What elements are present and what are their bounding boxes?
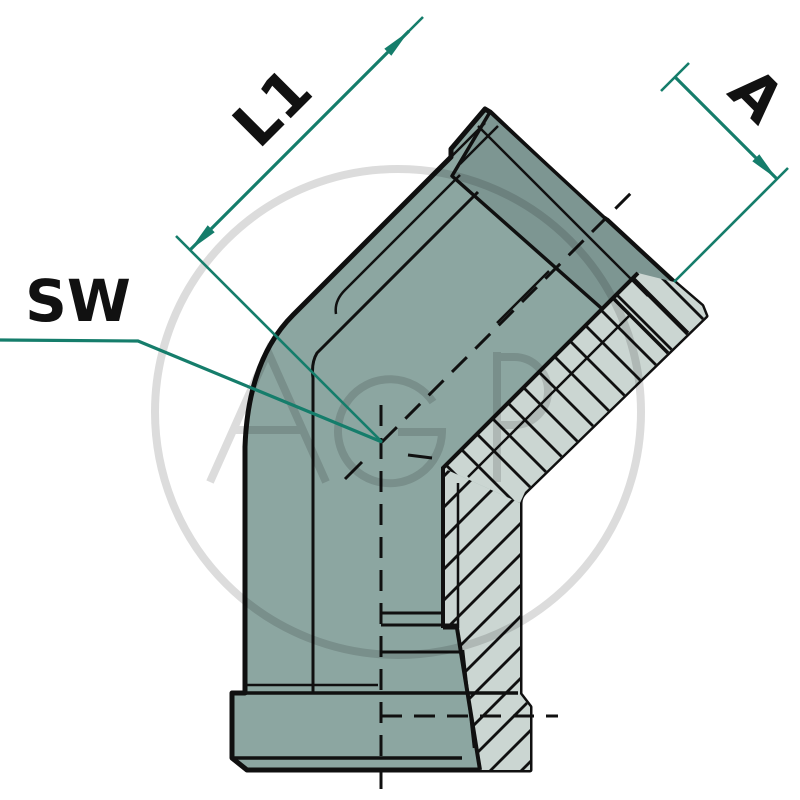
watermark-circle <box>151 165 645 659</box>
watermark <box>151 165 645 659</box>
l1-arrow-upper <box>384 31 409 56</box>
watermark-letter-g <box>334 375 447 488</box>
dimension-l1 <box>175 16 424 443</box>
dimensions <box>0 16 789 444</box>
centerline-head-axis <box>380 186 638 444</box>
a-extension-line <box>673 167 789 283</box>
watermark-letter-a <box>206 342 330 484</box>
dimension-label-l1: L1 <box>220 55 326 161</box>
fitting-body <box>229 106 709 797</box>
dimension-label-sw: SW <box>25 267 131 335</box>
l1-arrow-lower <box>190 225 215 250</box>
watermark-letter-p <box>493 352 552 482</box>
a-arrow <box>752 154 777 179</box>
sw-leader-line <box>0 338 383 444</box>
section-head <box>443 273 706 503</box>
dimension-label-a: A <box>715 55 798 138</box>
l1-dimension-line <box>188 29 411 252</box>
l1-extension-line <box>175 235 383 443</box>
dimension-a <box>660 62 789 283</box>
